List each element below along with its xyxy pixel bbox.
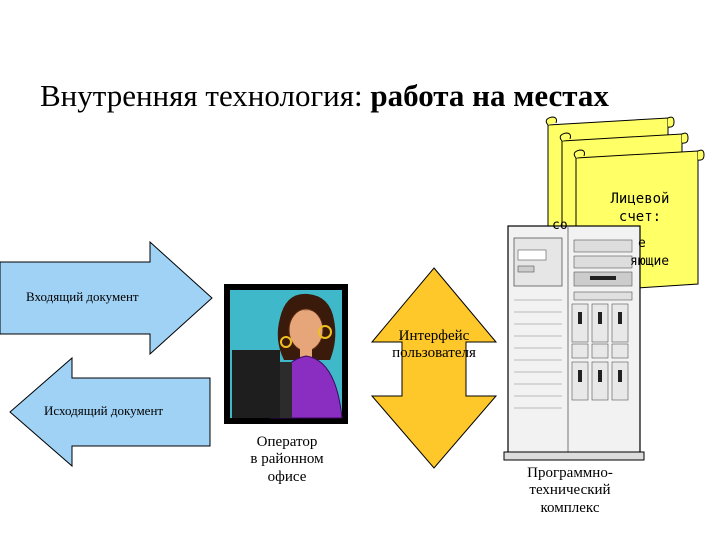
slide-title: Внутренняя технология: работа на местах	[40, 78, 609, 114]
scroll-fragment-mid: е	[638, 236, 646, 251]
complex-line2: технический	[529, 482, 611, 499]
user-interface-line1: Интерфейс	[398, 328, 470, 344]
operator-picture	[224, 284, 348, 424]
software-hardware-complex-label: Программно- технический комплекс	[500, 465, 640, 517]
title-normal: Внутренняя технология:	[40, 78, 371, 113]
operator-line3: офисе	[267, 468, 307, 485]
complex-line3: комплекс	[540, 499, 600, 516]
scroll-fragment-left: со	[552, 218, 568, 233]
operator-label: Оператор в районном офисе	[226, 434, 348, 486]
incoming-document-label: Входящий документ	[26, 289, 139, 304]
account-scroll-label: Лицевой счет:	[592, 190, 688, 226]
user-interface-double-arrow	[370, 267, 498, 469]
user-interface-label: Интерфейс пользователя	[374, 328, 494, 363]
complex-line1: Программно-	[527, 465, 613, 481]
account-scroll-line1: Лицевой	[610, 191, 670, 207]
outgoing-document-label: Исходящий документ	[44, 403, 164, 418]
scroll-fragment-right: яющие	[630, 254, 670, 269]
operator-line2: в районном	[250, 451, 324, 468]
server-tower-icon	[503, 225, 645, 461]
operator-line1: Оператор	[256, 434, 318, 450]
outgoing-document-arrow	[9, 356, 211, 468]
title-bold: работа на местах	[370, 78, 609, 113]
incoming-document-arrow	[0, 240, 213, 356]
account-scroll-line2: счет:	[618, 209, 662, 226]
user-interface-line2: пользователя	[392, 345, 476, 362]
